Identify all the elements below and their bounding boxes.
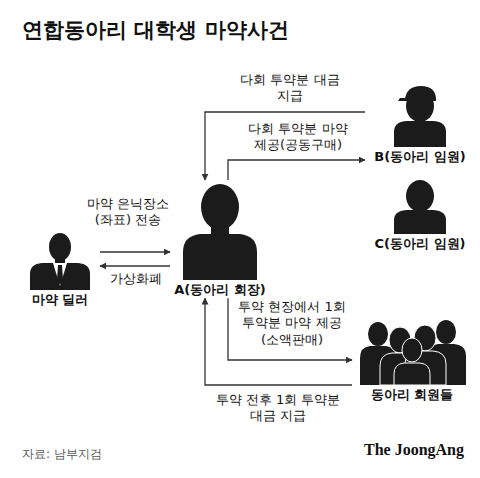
member-c-body [394, 210, 446, 234]
person-node: C(동아리 임원) [365, 178, 475, 252]
member-head [402, 338, 422, 362]
flow-arrow [205, 298, 352, 385]
dealer-head [49, 233, 71, 261]
dealer-body [30, 263, 90, 290]
person-label: B(동아리 임원) [355, 149, 480, 165]
dealer-shirt [53, 263, 67, 286]
leader-head [201, 184, 239, 230]
flow-arrow [228, 160, 365, 180]
figures [30, 86, 466, 385]
flow-label: 가상화폐 [108, 271, 164, 287]
member-b-body [394, 121, 446, 147]
flow-arrow [100, 251, 170, 252]
person-label: A(동아리 회장) [160, 282, 280, 298]
flow-label: 투약 전후 1회 투약분 대금 지급 [212, 392, 344, 425]
person-node: A(동아리 회장) [170, 180, 270, 298]
member-head [436, 320, 456, 344]
source-caption: 자료: 남부지검 [22, 446, 102, 463]
flow-label: 다회 투약분 대금 지급 [235, 72, 345, 105]
flow-label: 다회 투약분 마약 제공(공동구매) [236, 121, 360, 154]
member-b-cap [405, 86, 436, 100]
person-label: C(동아리 임원) [355, 236, 480, 252]
member-body [394, 363, 430, 385]
brand-label: The JoongAng [364, 441, 464, 459]
member-head [368, 322, 388, 346]
person-node: 동아리 회원들 [352, 315, 472, 403]
person-label: 마약 딜러 [10, 292, 110, 308]
person-node: B(동아리 임원) [365, 85, 475, 165]
member-c-head [406, 180, 434, 212]
flow-arrow [228, 298, 352, 360]
leader-body [183, 234, 257, 280]
person-label: 동아리 회원들 [342, 387, 480, 403]
person-node: 마약 딜러 [20, 232, 100, 308]
flow-arrow [100, 265, 170, 266]
chart-title: 연합동아리 대학생 마약사건 [22, 16, 289, 44]
dealer-tie [57, 265, 63, 285]
flow-arrow [205, 112, 365, 180]
members-group [360, 320, 466, 385]
member-b-brim [398, 98, 436, 101]
flow-label: 투약 현장에서 1회 투약분 마약 제공(소액판매) [236, 299, 348, 348]
flow-label: 마약 은닉장소 (좌표) 전송 [86, 196, 170, 229]
